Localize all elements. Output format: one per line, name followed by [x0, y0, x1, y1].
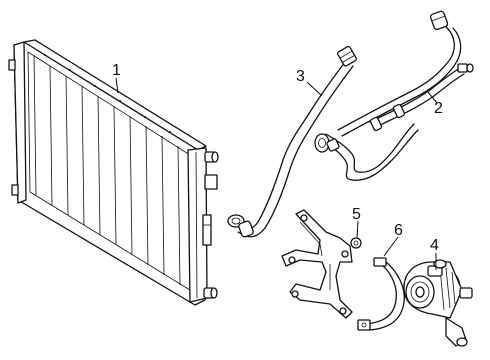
mounting-bracket [281, 209, 362, 319]
radiator [8, 39, 219, 306]
pump-strap [357, 257, 405, 331]
leader-5 [356, 220, 359, 239]
callout-4: 4 [430, 237, 439, 254]
water-pump [403, 259, 473, 347]
lower-hose [227, 45, 357, 238]
leader-lines [115, 77, 438, 270]
leader-3 [306, 81, 323, 97]
callout-2: 2 [434, 100, 443, 117]
callout-3: 3 [296, 68, 305, 85]
leader-1 [115, 77, 119, 94]
callout-1: 1 [112, 62, 121, 79]
leader-2 [427, 91, 438, 104]
callout-5: 5 [352, 206, 361, 223]
leader-6 [383, 236, 399, 257]
callout-6: 6 [394, 222, 403, 239]
upper-hose [314, 10, 474, 181]
